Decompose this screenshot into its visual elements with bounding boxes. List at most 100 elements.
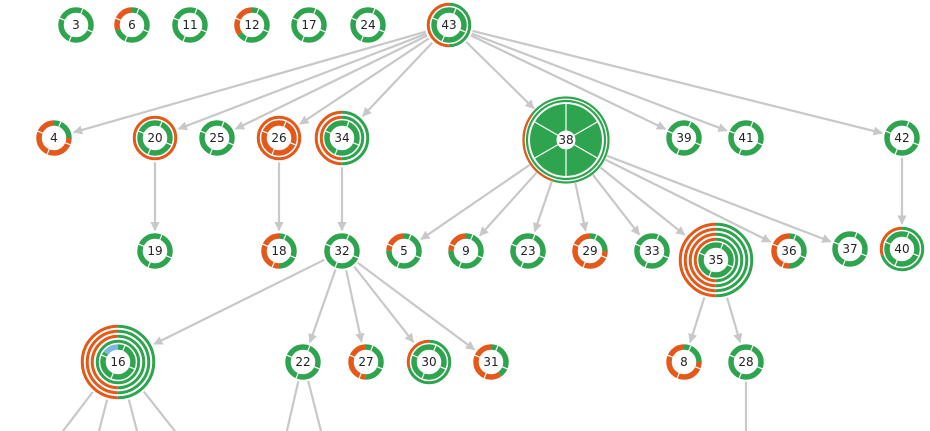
edge-38-to-9: [479, 171, 538, 237]
edge-43-to-38: [465, 41, 535, 110]
node-36[interactable]: 36: [770, 232, 808, 270]
node-26[interactable]: 26: [256, 115, 302, 161]
edge-16-offscreen-2: [97, 399, 109, 431]
node-24-label: 24: [360, 18, 375, 32]
node-20-label: 20: [147, 131, 162, 145]
node-11-ring-notch: [194, 7, 198, 15]
node-41[interactable]: 41: [727, 119, 765, 157]
node-12-ring-notch: [244, 35, 248, 43]
node-12-label-disc: [242, 15, 262, 35]
node-3-ring-1-green: [58, 7, 94, 43]
node-4-label-disc: [44, 128, 64, 148]
node-24[interactable]: 24: [349, 6, 387, 44]
node-40-ring-notch: [906, 231, 910, 239]
node-39[interactable]: 39: [665, 119, 703, 157]
node-37-ring-notch: [842, 259, 846, 267]
edge-43-to-25: [234, 34, 428, 130]
node-17[interactable]: 17: [290, 6, 328, 44]
node-38[interactable]: 38: [522, 96, 610, 184]
edge-43-to-20: [177, 32, 427, 131]
edge-43-to-39: [470, 34, 667, 130]
node-20-ring-notch: [159, 120, 163, 128]
node-34[interactable]: 34: [314, 110, 370, 166]
node-4[interactable]: 4: [35, 119, 73, 157]
node-23-label-disc: [518, 241, 538, 261]
node-34-ring-2-orange: [319, 115, 365, 161]
node-39-ring-notch: [694, 142, 702, 146]
node-16-ring-notch: [100, 354, 108, 358]
node-25[interactable]: 25: [198, 119, 236, 157]
node-23[interactable]: 23: [509, 232, 547, 270]
node-5[interactable]: 5: [385, 232, 423, 270]
node-9[interactable]: 9: [447, 232, 485, 270]
node-30[interactable]: 30: [406, 339, 452, 385]
node-24-ring-1-green: [350, 7, 386, 43]
node-32-ring-notch: [352, 255, 360, 259]
edge-38-to-33: [592, 174, 641, 236]
node-3[interactable]: 3: [57, 6, 95, 44]
node-3-ring-notch: [68, 35, 72, 43]
node-35-ring-1-green: [698, 242, 734, 278]
node-9-ring-notch: [458, 261, 462, 269]
node-41-ring-1-green: [728, 120, 764, 156]
node-22[interactable]: 22: [284, 343, 322, 381]
node-37-ring-notch: [854, 231, 858, 239]
node-29[interactable]: 29: [571, 232, 609, 270]
node-33[interactable]: 33: [633, 232, 671, 270]
node-27[interactable]: 27: [347, 343, 385, 381]
node-16[interactable]: 16: [80, 324, 156, 400]
node-39-ring-notch: [676, 148, 680, 156]
node-35[interactable]: 35: [678, 222, 754, 298]
node-16-ring-4-orange: [85, 329, 151, 395]
node-23-ring-notch: [510, 243, 518, 247]
node-31[interactable]: 31: [472, 343, 510, 381]
node-4-ring-1-orange: [36, 120, 72, 156]
node-41-ring-notch: [750, 120, 754, 128]
node-18[interactable]: 18: [260, 232, 298, 270]
node-32[interactable]: 32: [323, 232, 361, 270]
node-37[interactable]: 37: [831, 230, 869, 268]
edge-43-to-34: [362, 41, 434, 117]
edge-38-to-36: [604, 158, 772, 243]
node-34-ring-notch: [346, 120, 350, 128]
node-4-ring-notch: [46, 148, 50, 156]
node-6[interactable]: 6: [113, 6, 151, 44]
node-40-label: 40: [894, 242, 909, 256]
node-24-ring-notch: [360, 35, 364, 43]
edge-22-offscreen-6: [307, 380, 323, 431]
node-32-ring-notch: [334, 261, 338, 269]
node-6-ring-notch: [114, 17, 122, 21]
node-37-label: 37: [842, 242, 857, 256]
node-3-ring-notch: [80, 7, 84, 15]
node-19[interactable]: 19: [136, 232, 174, 270]
node-18-ring-1-orange: [261, 233, 297, 269]
node-28[interactable]: 28: [727, 343, 765, 381]
node-11-ring-notch: [200, 29, 208, 33]
node-43-ring-notch: [441, 35, 445, 43]
node-40[interactable]: 40: [879, 226, 925, 272]
node-31-ring-notch: [495, 344, 499, 352]
node-27-ring-notch: [348, 354, 356, 358]
node-3-ring-notch: [58, 17, 66, 21]
node-12-ring-1-orange: [234, 7, 270, 43]
node-3-ring-notch: [86, 29, 94, 33]
edge-22-offscreen-5: [285, 380, 300, 431]
node-43[interactable]: 43: [426, 2, 472, 48]
node-43-ring-2-orange: [426, 2, 472, 48]
node-11[interactable]: 11: [171, 6, 209, 44]
node-18-ring-notch: [283, 233, 287, 241]
node-12[interactable]: 12: [233, 6, 271, 44]
node-20[interactable]: 20: [132, 115, 178, 161]
edge-35-to-28: [726, 297, 743, 343]
node-8[interactable]: 8: [665, 343, 703, 381]
node-42[interactable]: 42: [883, 119, 921, 157]
node-12-label: 12: [244, 18, 259, 32]
edge-43-to-41: [471, 32, 728, 132]
node-20-ring-notch: [147, 148, 151, 156]
edge-43-to-42: [472, 29, 883, 136]
edge-38-to-29: [574, 182, 589, 232]
edge-16-offscreen-4: [142, 390, 177, 431]
node-17-ring-1-green: [291, 7, 327, 43]
node-16-ring-notch: [122, 344, 126, 352]
